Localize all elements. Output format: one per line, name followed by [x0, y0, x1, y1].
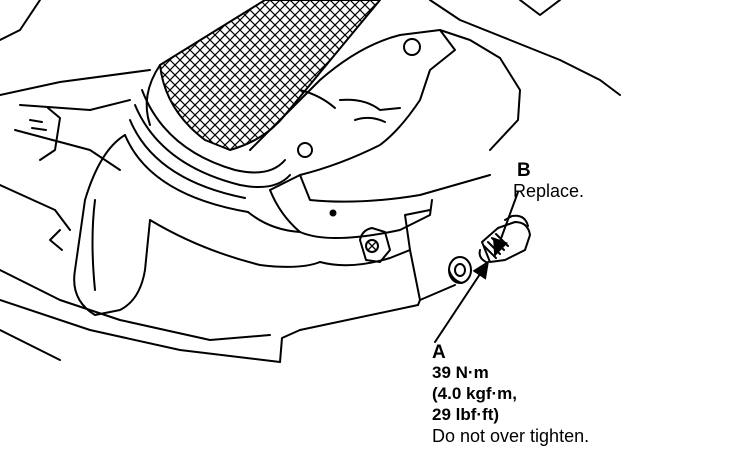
leader-arrow-icon: [434, 191, 519, 343]
exhaust-pipe: [73, 134, 321, 316]
callout-a-letter: A: [432, 342, 446, 363]
callout-a-torque-kgf: (4.0 kgf·m,: [432, 384, 518, 403]
callout-a-torque-nm: 39 N·m: [432, 363, 489, 382]
callout-a-torque-lbf: 29 lbf·ft): [432, 405, 500, 424]
sealing-washer-icon: [448, 256, 472, 284]
drain-bolt-icon: [478, 214, 531, 263]
transmission-case: [249, 29, 491, 331]
flex-pipe: [124, 0, 381, 213]
callout-a-note: Do not over tighten.: [432, 426, 590, 446]
callout-b-letter: B: [517, 160, 531, 181]
callout-b-note: Replace.: [513, 181, 585, 201]
frame-lines: [0, 0, 621, 363]
drain-hole-boss: [329, 209, 391, 263]
